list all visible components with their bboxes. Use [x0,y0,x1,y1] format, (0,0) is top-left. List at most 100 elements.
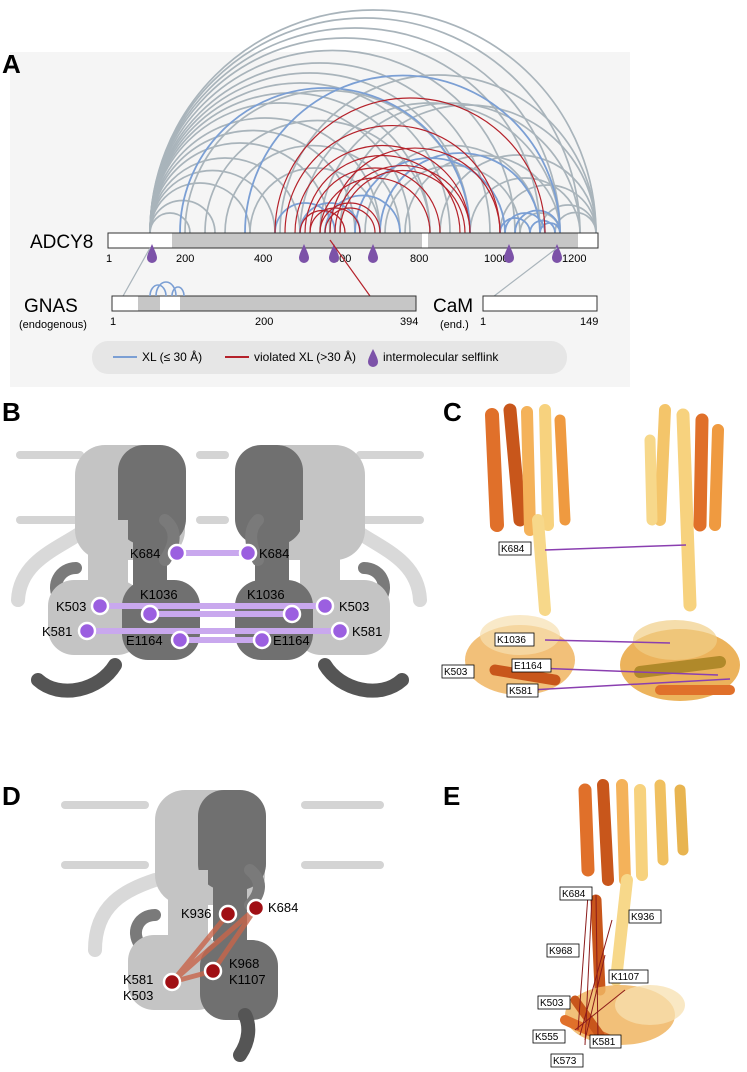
crosslink-arc [439,154,597,234]
e-tm-helices [578,779,689,996]
b-label-k1036-left: K1036 [140,587,178,602]
crosslink-arc [149,17,581,234]
crosslink-arc [249,167,381,234]
intermolecular-selflink-markers [147,244,562,263]
b-label-k684-right: K684 [259,546,289,561]
adcy8-domain-2 [428,233,578,248]
c-label-box-k1036 [494,632,535,647]
d-light-tail [88,873,162,957]
selflink-marker [147,244,157,263]
e-label-box-k684 [559,886,593,901]
gnas-label: GNAS [24,296,78,317]
crosslink-arc [279,74,597,234]
gnas-xl-arc [171,286,185,297]
e-label-k1107: K1107 [611,972,640,983]
crosslink-arc [499,184,597,234]
panel-b-dimer-schematic: K684 K684 K503 K1036 K1036 K503 K581 E11… [11,445,427,698]
adcy8-tick-1000: 1000 [484,253,508,265]
adcy8-bar-outline [107,232,599,249]
e-label-k573: K573 [553,1056,577,1067]
adcy8-tick-200: 200 [176,253,194,265]
gnas-sublabel: (endogenous) [19,319,87,331]
crosslink-arc-satisfied [539,222,561,234]
crosslink-arc [149,72,471,234]
left-c-tail [31,658,122,698]
right-helix-light [300,520,340,590]
selflink-marker [552,244,562,263]
panel-a-letter: A [2,49,21,79]
b-label-e1164-left: E1164 [126,633,163,648]
legend-selflink-label: intermolecular selflink [383,350,499,364]
gnas-tick-200: 200 [255,316,273,328]
adcy8-tick-1200: 1200 [562,253,586,265]
gnas-xl-arcs [149,281,185,297]
d-label-k936: K936 [181,906,211,921]
selflink-marker [368,244,378,263]
crosslink-arc-violated [324,207,376,234]
crosslink-arc-satisfied [324,194,401,234]
d-label-k968: K968 [229,956,259,971]
d-helix-light [168,870,208,940]
adcy8-tick-1: 1 [106,253,112,265]
b-label-k581-left: K581 [42,624,72,639]
cam-label: CaM [433,296,473,317]
crosslink-arc [149,157,301,234]
crosslink-arc [149,169,276,234]
panel-d-monomer-schematic: K936 K684 K968 K1107 K581 K503 [61,790,384,1062]
d-residue-dots [162,898,266,992]
adcy8-label: ADCY8 [30,232,93,253]
crosslink-arc [149,27,561,234]
cam-sequence-bar [482,295,598,312]
crosslink-arc-violated [319,177,431,234]
catalytic-helices [489,656,735,695]
c-label-k581: K581 [509,686,533,697]
crosslink-arc-violated [284,124,501,234]
crosslink-arc-violated [334,164,471,234]
b-label-k581-right: K581 [352,624,382,639]
b-label-e1164-right: E1164 [273,633,310,648]
cam-tick-1: 1 [480,316,486,328]
legend-xl-label: XL (≤ 30 Å) [142,349,202,364]
d-label-k684: K684 [268,900,298,915]
right-tm-helices [644,404,724,612]
c-label-box-e1164 [511,658,552,673]
c-label-k503: K503 [444,667,468,678]
crosslink-arc-satisfied [514,209,561,234]
c-label-box-k503 [441,664,475,679]
b-label-k503-right: K503 [339,599,369,614]
gnas-domain [138,296,416,311]
crosslink-arc [319,102,581,234]
selflink-marker [504,244,514,263]
left-c1-domain [48,580,143,655]
e-catalytic-detail [615,985,685,1025]
e-label-box-k503 [537,995,571,1010]
selflink-marker [299,244,309,263]
crosslink-arc-violated [274,97,546,234]
cam-tick-149: 149 [580,316,598,328]
violated-gnas-link [329,239,376,304]
b-label-k503-left: K503 [56,599,86,614]
crosslink-arc-violated [329,147,501,234]
crosslink-arc [149,142,331,234]
crosslink-arc [149,49,516,234]
crosslink-arc [204,119,431,234]
d-c-tail [233,1008,256,1062]
crosslink-arc-violated [319,202,381,234]
legend-selflink-icon [368,349,378,367]
crosslink-arc-satisfied [529,219,556,234]
crosslink-arcs-violated [274,97,546,234]
crosslink-arc-violated [299,209,346,234]
c-label-k1036: K1036 [497,635,526,646]
d-c1-domain [128,935,223,1010]
e-label-k684: K684 [562,889,586,900]
crosslink-arcs-satisfied [179,74,561,234]
gnas-bar-outline [111,295,417,312]
adcy8-tick-labels: 1 200 400 600 800 1000 1200 [106,253,586,265]
crosslink-arc-violated [294,144,471,234]
crosslink-arc [299,102,561,234]
e-label-k936: K936 [631,912,655,923]
e-label-box-k1107 [608,969,649,984]
crosslink-arc-violated [339,169,466,234]
crosslink-arc-violated [304,154,461,234]
